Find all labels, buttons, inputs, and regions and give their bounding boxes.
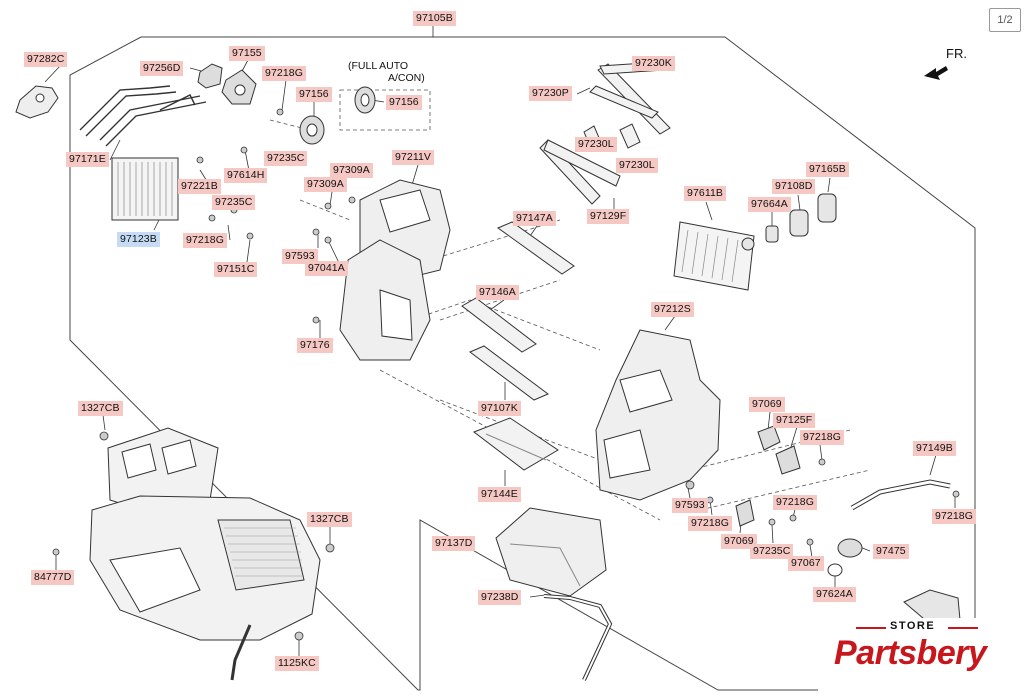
actuator-97155 — [221, 69, 257, 105]
seal-strips-97230 — [539, 61, 671, 205]
part-label[interactable]: 97155 — [229, 46, 265, 61]
part-label[interactable]: 97664A — [748, 197, 791, 212]
part-label[interactable]: 97146A — [476, 285, 519, 300]
part-label[interactable]: 97218G — [773, 495, 817, 510]
brand-rule-right — [948, 627, 978, 629]
bracket-97282c — [15, 85, 59, 119]
part-label[interactable]: 97149B — [913, 441, 956, 456]
part-label[interactable]: 97171E — [66, 152, 109, 167]
part-label[interactable]: 97235C — [264, 151, 308, 166]
page-indicator[interactable]: 1/2 — [989, 8, 1021, 32]
actuator-97156-full-auto — [354, 86, 376, 114]
part-label-highlighted[interactable]: 97123B — [117, 232, 160, 247]
heater-pipes-97171e — [79, 85, 207, 147]
part-label[interactable]: 1125KC — [275, 656, 319, 671]
part-label[interactable]: 97256D — [140, 61, 184, 76]
part-label[interactable]: 97041A — [305, 261, 348, 276]
part-label[interactable]: 97230K — [632, 56, 675, 71]
part-label[interactable]: 97611B — [684, 186, 727, 201]
hose-97238d-inner — [543, 595, 612, 681]
part-label[interactable]: 97156 — [386, 95, 422, 110]
part-label[interactable]: 97238D — [478, 590, 522, 605]
part-label[interactable]: 97221B — [178, 179, 221, 194]
part-label[interactable]: 97475 — [873, 544, 909, 559]
actuators-97069-97125f — [735, 425, 801, 527]
direction-label: FR. — [946, 46, 967, 61]
part-label[interactable]: 97218G — [932, 509, 976, 524]
part-label[interactable]: 97235C — [212, 195, 256, 210]
part-label[interactable]: 97218G — [800, 430, 844, 445]
filters-doors — [461, 221, 575, 471]
part-label[interactable]: 97069 — [749, 397, 785, 412]
heater-core-97123b — [111, 157, 179, 221]
part-label[interactable]: 97235C — [750, 544, 794, 559]
assembly-boundary — [69, 36, 976, 691]
blower-assembly-unit — [89, 427, 321, 641]
forward-arrow-icon — [924, 66, 948, 80]
screws-small — [52, 108, 960, 641]
seals-97108d-97165b — [741, 193, 837, 251]
drain-hose-97149b-inner — [851, 480, 951, 510]
part-label[interactable]: 97218G — [262, 66, 306, 81]
part-label[interactable]: 97230P — [529, 86, 572, 101]
part-label[interactable]: 97147A — [513, 211, 556, 226]
part-label[interactable]: 97593 — [672, 498, 708, 513]
part-label[interactable]: 84777D — [31, 570, 75, 585]
evaporator-97611b — [673, 221, 755, 291]
part-label[interactable]: 97125F — [773, 413, 816, 428]
part-label[interactable]: 1327CB — [307, 512, 352, 527]
case-upper-97211v — [339, 179, 451, 361]
motor-97475 — [827, 538, 863, 577]
actuator-97256d — [197, 63, 223, 89]
brand-rule-left — [856, 627, 886, 629]
case-lower-97212s — [595, 329, 721, 501]
brand-store-text: STORE — [890, 620, 936, 632]
part-label[interactable]: 97129F — [587, 209, 630, 224]
part-label[interactable]: 97614H — [224, 168, 268, 183]
part-label[interactable]: 97624A — [813, 587, 856, 602]
brand-name-text: Partsbery — [834, 634, 987, 672]
part-label[interactable]: 97176 — [297, 338, 333, 353]
part-label[interactable]: 97212S — [651, 302, 694, 317]
part-label[interactable]: 97211V — [392, 150, 435, 165]
part-label[interactable]: 97156 — [296, 87, 332, 102]
part-label[interactable]: 97108D — [772, 179, 816, 194]
part-label[interactable]: 97105B — [413, 11, 456, 26]
lower-tray-97137d — [495, 507, 607, 597]
part-label[interactable]: 97069 — [721, 534, 757, 549]
brand-logo: STORE Partsbery — [818, 618, 1014, 692]
part-label[interactable]: 97230L — [616, 158, 658, 173]
part-label[interactable]: 97309A — [304, 177, 347, 192]
part-label[interactable]: 97137D — [432, 536, 476, 551]
note-line-1: (FULL AUTO — [348, 60, 409, 72]
part-label[interactable]: 97067 — [788, 556, 824, 571]
part-label[interactable]: 97151C — [214, 262, 258, 277]
part-label[interactable]: 97107K — [478, 401, 521, 416]
drain-hose-97149b — [850, 479, 951, 511]
part-label[interactable]: 1327CB — [78, 401, 123, 416]
part-label[interactable]: 97593 — [282, 249, 318, 264]
actuator-97156 — [299, 115, 325, 145]
part-label[interactable]: 97218G — [183, 233, 227, 248]
blower-side-pipe — [230, 624, 252, 681]
part-label[interactable]: 97218G — [688, 516, 732, 531]
part-label[interactable]: 97144E — [478, 487, 521, 502]
note-line-2: A/CON) — [388, 72, 425, 84]
part-label[interactable]: 97282C — [24, 52, 68, 67]
part-label[interactable]: 97309A — [330, 163, 373, 178]
part-label[interactable]: 97230L — [575, 137, 617, 152]
part-label[interactable]: 97165B — [806, 162, 849, 177]
hose-97238d — [543, 594, 613, 681]
